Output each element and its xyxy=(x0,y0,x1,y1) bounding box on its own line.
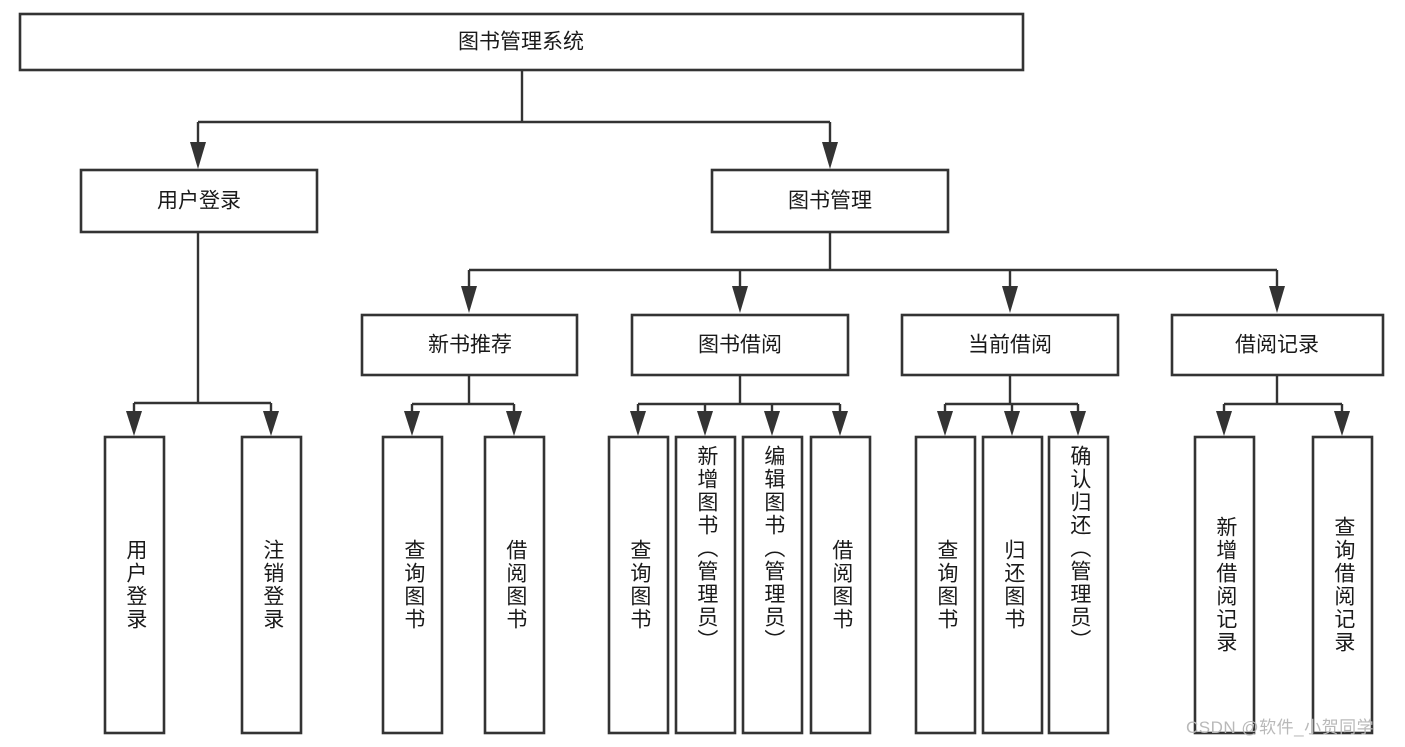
arrowhead-leaf-confirm-return xyxy=(1070,411,1086,436)
connector-group-new-book xyxy=(404,376,522,436)
connector-group-root xyxy=(190,71,838,169)
leaf-box-confirm-return[interactable] xyxy=(1047,435,1110,735)
node-root-box[interactable] xyxy=(18,12,1025,72)
node-user-login-box[interactable] xyxy=(79,168,319,234)
arrowhead-borrow-record xyxy=(1269,286,1285,313)
arrowhead-current-borrow xyxy=(1002,286,1018,313)
node-current-borrow-label: 当前借阅 xyxy=(968,334,1052,357)
arrowhead-leaf-add-record xyxy=(1216,411,1232,436)
arrowhead-user-login xyxy=(190,142,206,169)
arrowhead-leaf-query-book-1 xyxy=(404,411,420,436)
node-new-book-recommend-box[interactable] xyxy=(360,313,579,377)
arrowhead-book-borrow xyxy=(732,286,748,313)
leaf-box-add-record[interactable] xyxy=(1193,435,1256,735)
arrowhead-new-book xyxy=(461,286,477,313)
arrowhead-leaf-query-book-3 xyxy=(937,411,953,436)
node-current-borrow[interactable]: 当前借阅 xyxy=(900,313,1120,377)
arrowhead-book-manage xyxy=(822,142,838,169)
leaf-box-borrow-book-2[interactable] xyxy=(809,435,872,735)
node-root[interactable]: 图书管理系统 xyxy=(18,12,1025,72)
arrowhead-leaf-user-login xyxy=(126,411,142,436)
node-new-book-recommend-label: 新书推荐 xyxy=(428,334,512,357)
node-user-login[interactable]: 用户登录 xyxy=(79,168,319,234)
csdn-watermark: CSDN @软件_小贺同学 xyxy=(1186,718,1375,737)
arrowhead-leaf-borrow-book-2 xyxy=(832,411,848,436)
node-borrow-record-label: 借阅记录 xyxy=(1235,334,1319,357)
leaf-box-query-record[interactable] xyxy=(1311,435,1374,735)
connector-group-user-login xyxy=(126,233,279,436)
arrowhead-leaf-add-book xyxy=(697,411,713,436)
connector-group-book-manage xyxy=(461,233,1285,313)
leaf-box-query-book-3[interactable] xyxy=(914,435,977,735)
connector-group-current-borrow xyxy=(937,376,1086,436)
node-book-manage-label: 图书管理 xyxy=(788,190,872,213)
node-borrow-record-box[interactable] xyxy=(1170,313,1385,377)
leaf-box-borrow-book-1[interactable] xyxy=(483,435,546,735)
arrowhead-leaf-logout xyxy=(263,411,279,436)
leaf-box-add-book[interactable] xyxy=(674,435,737,735)
node-user-login-label: 用户登录 xyxy=(157,190,241,213)
connector-group-borrow-record xyxy=(1216,376,1350,436)
connector-group-book-borrow xyxy=(630,376,848,436)
node-borrow-record[interactable]: 借阅记录 xyxy=(1170,313,1385,377)
node-book-borrow[interactable]: 图书借阅 xyxy=(630,313,850,377)
leaf-box-query-book-1[interactable] xyxy=(381,435,444,735)
arrowhead-leaf-query-record xyxy=(1334,411,1350,436)
node-book-borrow-label: 图书借阅 xyxy=(698,334,782,357)
node-book-manage[interactable]: 图书管理 xyxy=(710,168,950,234)
node-new-book-recommend[interactable]: 新书推荐 xyxy=(360,313,579,377)
leaf-box-return-book[interactable] xyxy=(981,435,1044,735)
node-book-manage-box[interactable] xyxy=(710,168,950,234)
leaf-box-logout[interactable] xyxy=(240,435,303,735)
arrowhead-leaf-return-book xyxy=(1004,411,1020,436)
node-book-borrow-box[interactable] xyxy=(630,313,850,377)
node-current-borrow-box[interactable] xyxy=(900,313,1120,377)
leaf-box-query-book-2[interactable] xyxy=(607,435,670,735)
arrowhead-leaf-query-book-2 xyxy=(630,411,646,436)
leaf-box-edit-book[interactable] xyxy=(741,435,804,735)
arrowhead-leaf-borrow-book-1 xyxy=(506,411,522,436)
node-root-label: 图书管理系统 xyxy=(458,31,584,54)
arrowhead-leaf-edit-book xyxy=(764,411,780,436)
leaf-box-user-login[interactable] xyxy=(103,435,166,735)
